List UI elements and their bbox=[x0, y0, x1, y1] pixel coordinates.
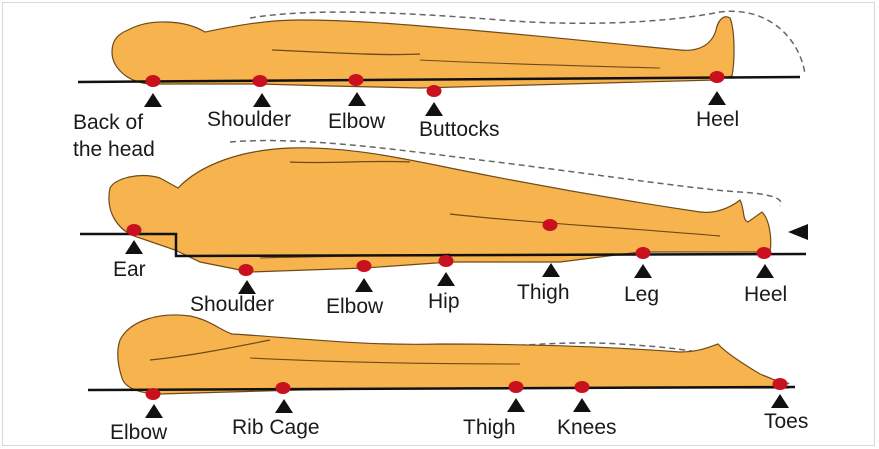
pressure-point bbox=[427, 85, 442, 97]
pressure-point bbox=[710, 71, 725, 83]
pressure-point bbox=[127, 224, 142, 236]
pressure-point bbox=[575, 381, 590, 393]
pressure-point bbox=[276, 382, 291, 394]
label-back-of-head-line1: Back of bbox=[73, 109, 155, 136]
figure-prone bbox=[88, 315, 795, 394]
figure-side-lying bbox=[80, 141, 808, 272]
pressure-point bbox=[636, 247, 651, 259]
pressure-point bbox=[773, 378, 788, 390]
pressure-point bbox=[146, 75, 161, 87]
marker-triangle bbox=[348, 92, 366, 106]
label-ear: Ear bbox=[113, 257, 146, 283]
label-elbow: Elbow bbox=[326, 294, 383, 320]
pressure-point bbox=[543, 219, 558, 231]
label-back-of-head: Back of the head bbox=[73, 109, 155, 163]
marker-triangle bbox=[144, 93, 162, 107]
prone-body bbox=[118, 315, 788, 394]
label-heel: Heel bbox=[696, 107, 739, 133]
pressure-point bbox=[439, 255, 454, 267]
pressure-point bbox=[239, 264, 254, 276]
marker-triangle bbox=[771, 394, 789, 408]
marker-triangle bbox=[275, 399, 293, 413]
pressure-point bbox=[509, 381, 524, 393]
marker-triangle bbox=[425, 102, 443, 116]
label-thigh: Thigh bbox=[463, 415, 516, 441]
marker-triangle bbox=[573, 398, 591, 412]
pressure-point bbox=[349, 74, 364, 86]
figure-supine bbox=[78, 11, 805, 88]
marker-triangle bbox=[437, 272, 455, 286]
pressure-point bbox=[253, 75, 268, 87]
label-back-of-head-line2: the head bbox=[73, 136, 155, 163]
label-leg: Leg bbox=[624, 282, 659, 308]
marker-triangle bbox=[542, 263, 560, 277]
marker-triangle bbox=[708, 91, 726, 105]
marker-triangle bbox=[634, 264, 652, 278]
label-rib-cage: Rib Cage bbox=[232, 415, 320, 441]
marker-triangle bbox=[355, 278, 373, 292]
pressure-point bbox=[757, 247, 772, 259]
pressure-point bbox=[146, 388, 161, 400]
marker-triangle bbox=[756, 264, 774, 278]
marker-triangle bbox=[145, 404, 163, 418]
label-shoulder: Shoulder bbox=[190, 292, 274, 318]
label-heel: Heel bbox=[744, 282, 787, 308]
marker-triangle bbox=[507, 398, 525, 412]
pressure-point bbox=[357, 260, 372, 272]
marker-triangle bbox=[253, 93, 271, 107]
label-knees: Knees bbox=[557, 415, 617, 441]
label-shoulder: Shoulder bbox=[207, 107, 291, 133]
label-elbow: Elbow bbox=[110, 420, 167, 446]
label-toes: Toes bbox=[764, 409, 808, 435]
marker-triangle bbox=[125, 240, 143, 254]
side-pointer-arrow bbox=[788, 224, 808, 240]
label-thigh: Thigh bbox=[517, 280, 570, 306]
label-elbow: Elbow bbox=[328, 109, 385, 135]
label-hip: Hip bbox=[428, 289, 460, 315]
label-buttocks: Buttocks bbox=[419, 117, 500, 143]
